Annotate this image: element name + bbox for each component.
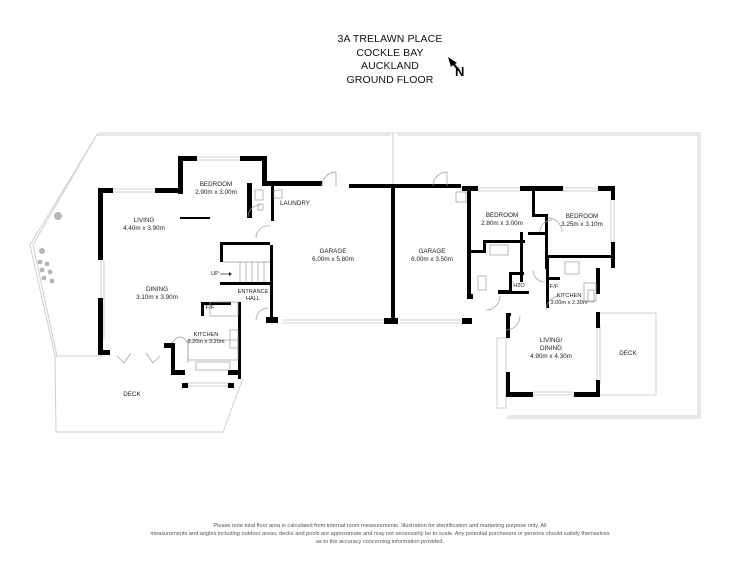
room-size: 4.40m x 3.90m [123,225,165,232]
room-bedroom-3: BEDROOM 3.25m x 3.10m [561,213,603,229]
deck-left-outline [54,355,244,433]
room-size: 3.25m x 3.10m [561,221,603,228]
room-name-1: LIVING/ [539,337,563,344]
room-name: BEDROOM [565,213,599,220]
room-size: 4.90m x 4.30m [530,353,572,360]
address-line-3: AUCKLAND [361,60,419,72]
room-garage-2: GARAGE 6.00m x 3.50m [411,248,453,264]
room-dining: DINING 3.10m x 3.90m [136,286,178,302]
room-size: 3.10m x 3.90m [136,294,178,301]
fridge-label-1: F/F [205,305,215,311]
room-name: KITCHEN [193,332,219,338]
address-line-2: COCKLE BAY [356,46,424,59]
room-name-2: HALL [246,296,260,302]
address-line-1: 3A TRELAWN PLACE [337,33,443,45]
room-h2o: H2O [513,283,525,289]
room-entrance-hall: ENTRANCE HALL [238,289,269,303]
room-name-2: DINING [539,345,563,352]
room-name: BEDROOM [199,181,233,188]
deck-left-label: DECK [123,391,141,398]
room-living-dining: LIVING/ DINING 4.90m x 4.30m [530,337,572,361]
disclaimer-line-1: Please note total floor area is calculat… [213,523,547,529]
north-label: N [455,64,465,79]
room-bedroom-2: BEDROOM 2.80m x 3.00m [481,212,523,228]
disclaimer-line-2: measurements and angles including outdoo… [150,530,610,537]
room-name-1: ENTRANCE [237,289,269,295]
room-bedroom-1: BEDROOM 2.90m x 3.00m [195,181,237,197]
room-name: GARAGE [319,248,347,255]
room-size: 6.00m x 5.80m [312,256,354,263]
room-name: GARAGE [418,248,446,255]
floor-label: GROUND FLOOR [346,73,434,86]
disclaimer-line-3: as to the accuracy concerning informatio… [315,538,445,545]
room-size: 2.90m x 3.00m [195,189,237,196]
room-kitchen-2: KITCHEN 3.00m x 2.30m [551,293,588,307]
fridge-label-2: F/F [549,284,559,290]
outline-right [396,132,701,419]
room-name: DINING [145,286,169,293]
room-size: 3.20m x 3.20m [187,339,225,345]
room-size: 3.00m x 2.30m [550,300,588,306]
deck-right-label: DECK [619,350,637,357]
room-kitchen-1: KITCHEN 3.20m x 3.20m [188,332,225,346]
plant-icons [37,212,62,284]
room-name: BEDROOM [485,212,519,219]
room-laundry: LAUNDRY [280,200,310,207]
room-garage-1: GARAGE 6.00m x 5.80m [312,248,354,264]
title-block: 3A TRELAWN PLACE COCKLE BAY AUCKLAND GRO… [290,33,490,87]
disclaimer: Please note total floor area is calculat… [110,523,650,546]
room-name: KITCHEN [556,293,582,299]
room-name: LIVING [133,217,155,224]
stairs-up-label: UP [211,271,219,277]
room-living: LIVING 4.40m x 3.90m [123,217,165,233]
room-size: 6.00m x 3.50m [411,256,453,263]
room-size: 2.80m x 3.00m [481,220,523,227]
north-arrow-icon [448,57,460,71]
deck-right-outline [596,312,657,396]
